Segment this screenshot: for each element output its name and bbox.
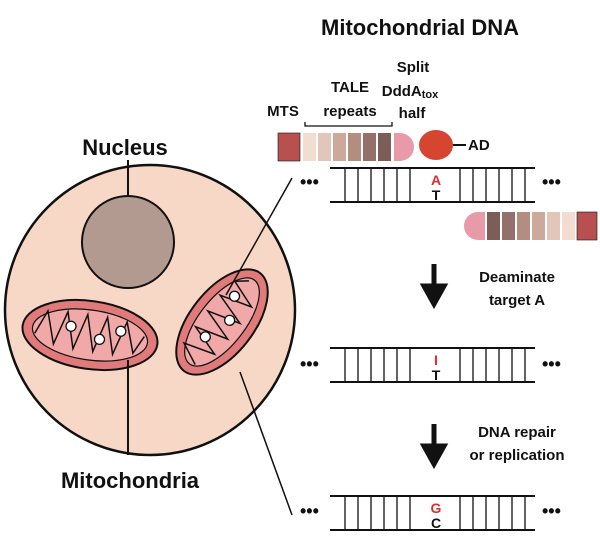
split-label-1: Split (397, 59, 430, 76)
tale-repeat-b2 (502, 212, 515, 240)
tale-label-2: repeats (323, 103, 376, 120)
construct-top: AD (277, 130, 490, 162)
tale-repeat-6 (378, 133, 391, 161)
tale-repeat-b6 (562, 212, 575, 240)
zoom-line-top (225, 177, 293, 296)
dna-ladder-3: ••• G C ••• (300, 495, 561, 531)
nucleus (81, 195, 175, 289)
step-repair-2: or replication (469, 447, 564, 464)
tale-repeat-1 (303, 133, 316, 161)
dna3-pair-base: C (431, 515, 441, 531)
step-deaminate-2: target A (489, 292, 545, 309)
dna2-ellipsis-left: ••• (300, 354, 319, 374)
split-label-2: DddAtox (382, 83, 439, 101)
tale-repeat-4 (348, 133, 361, 161)
tale-bracket (304, 122, 393, 127)
construct-bottom (464, 211, 598, 241)
diagram-title: Mitochondrial DNA (321, 15, 519, 40)
dna2-ellipsis-right: ••• (542, 354, 561, 374)
step-repair-1: DNA repair (478, 424, 556, 441)
mitochondrion-right (175, 268, 269, 376)
ad-label: AD (468, 137, 490, 154)
step-deaminate-1: Deaminate (479, 269, 555, 286)
tale-repeat-3 (333, 133, 346, 161)
mitochondrion-left (21, 299, 159, 371)
cell-membrane (3, 163, 297, 457)
tale-repeat-5 (363, 133, 376, 161)
tale-repeat-b4 (532, 212, 545, 240)
dna-ladder-2: ••• I T ••• (300, 347, 561, 383)
tale-repeat-b3 (517, 212, 530, 240)
dna3-target-base: G (431, 500, 442, 516)
dna1-ellipsis-left: ••• (300, 172, 319, 192)
dna2-target-base: I (434, 352, 438, 368)
dna3-ellipsis-left: ••• (300, 501, 319, 521)
tale-label-1: TALE (331, 79, 369, 96)
mts-block-bottom (576, 211, 598, 241)
dna3-ellipsis-right: ••• (542, 501, 561, 521)
tale-repeat-2 (318, 133, 331, 161)
arrow-down-icon (419, 264, 449, 310)
dna1-target-base: A (431, 172, 441, 188)
arrow-down-icon (419, 424, 449, 470)
ad-domain (419, 130, 453, 160)
dna-ladder-1: ••• A T ••• (300, 167, 561, 203)
cell (3, 163, 297, 457)
zoom-line-bottom (239, 371, 293, 516)
dddA-half-bottom (464, 212, 485, 240)
dna1-pair-base: T (432, 187, 441, 203)
mts-block (277, 132, 301, 162)
nucleus-label: Nucleus (82, 135, 168, 160)
dna1-ellipsis-right: ••• (542, 172, 561, 192)
split-label-2-main: DddA (382, 83, 422, 100)
mitochondria-label: Mitochondria (61, 468, 200, 493)
tale-repeat-b5 (547, 212, 560, 240)
dddA-half-top (394, 133, 414, 161)
split-label-2-sub: tox (422, 89, 439, 101)
mts-label: MTS (267, 103, 299, 120)
dna2-pair-base: T (432, 367, 441, 383)
tale-repeat-b1 (487, 212, 500, 240)
split-label-3: half (399, 105, 427, 122)
